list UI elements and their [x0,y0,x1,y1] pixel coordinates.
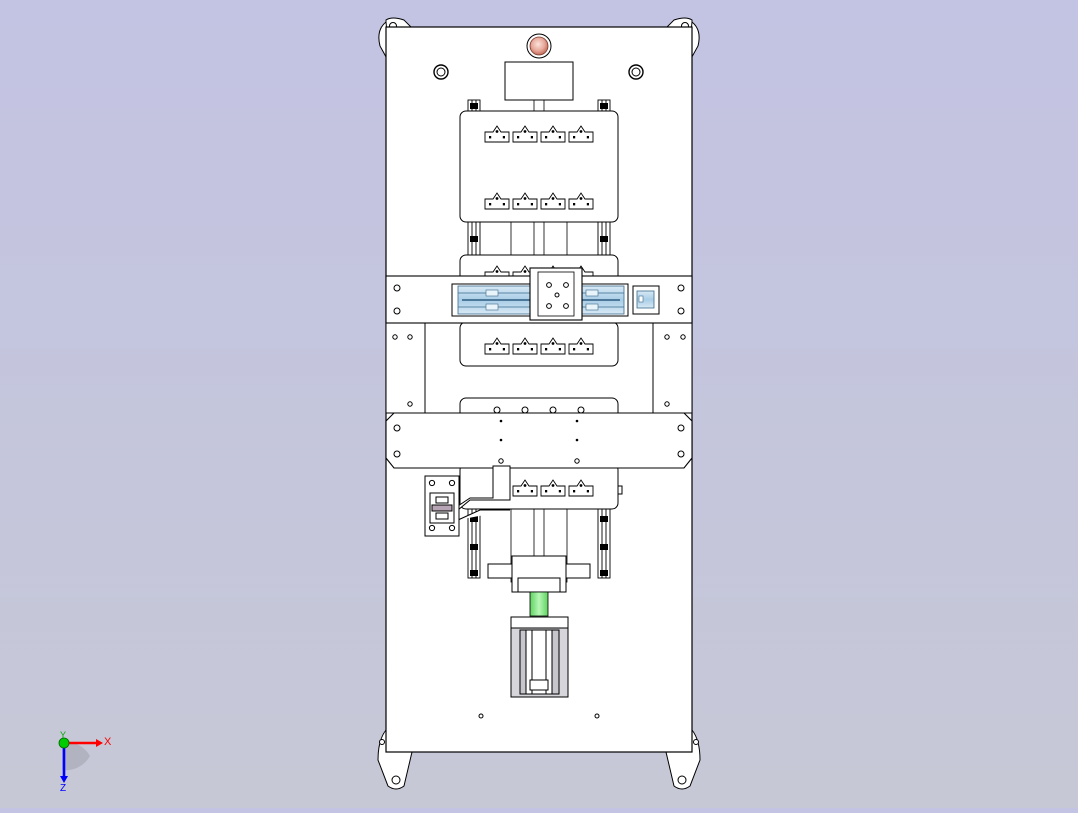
label-plate [504,61,574,101]
lower-crossbar [385,412,693,469]
right-push-button [628,64,644,80]
socket-panel-middle-lower [459,321,619,367]
axis-triad: X Y Z [58,730,112,794]
shaft-coupling [529,591,549,617]
x-axis-label: X [104,736,112,748]
x-axis-arrow [96,739,103,747]
indicator-lamp [526,33,552,59]
bottom-carriage [487,555,591,593]
bottom-right-foot [665,728,701,790]
socket-panel-top [459,110,619,223]
bottom-left-foot [377,728,413,790]
actuator-end-cap [632,285,660,315]
limit-switch-bracket [424,465,511,537]
actuator-slider-block [529,267,583,321]
z-axis-arrow [60,776,68,783]
z-axis-label: Z [60,783,66,794]
base-hole-right [594,713,600,719]
y-axis-dot [58,737,70,749]
base-hole-left [478,713,484,719]
left-push-button [433,64,449,80]
stepper-motor [510,616,569,698]
y-axis-label: Y [60,730,66,740]
socket-panel-bottom [459,463,623,510]
